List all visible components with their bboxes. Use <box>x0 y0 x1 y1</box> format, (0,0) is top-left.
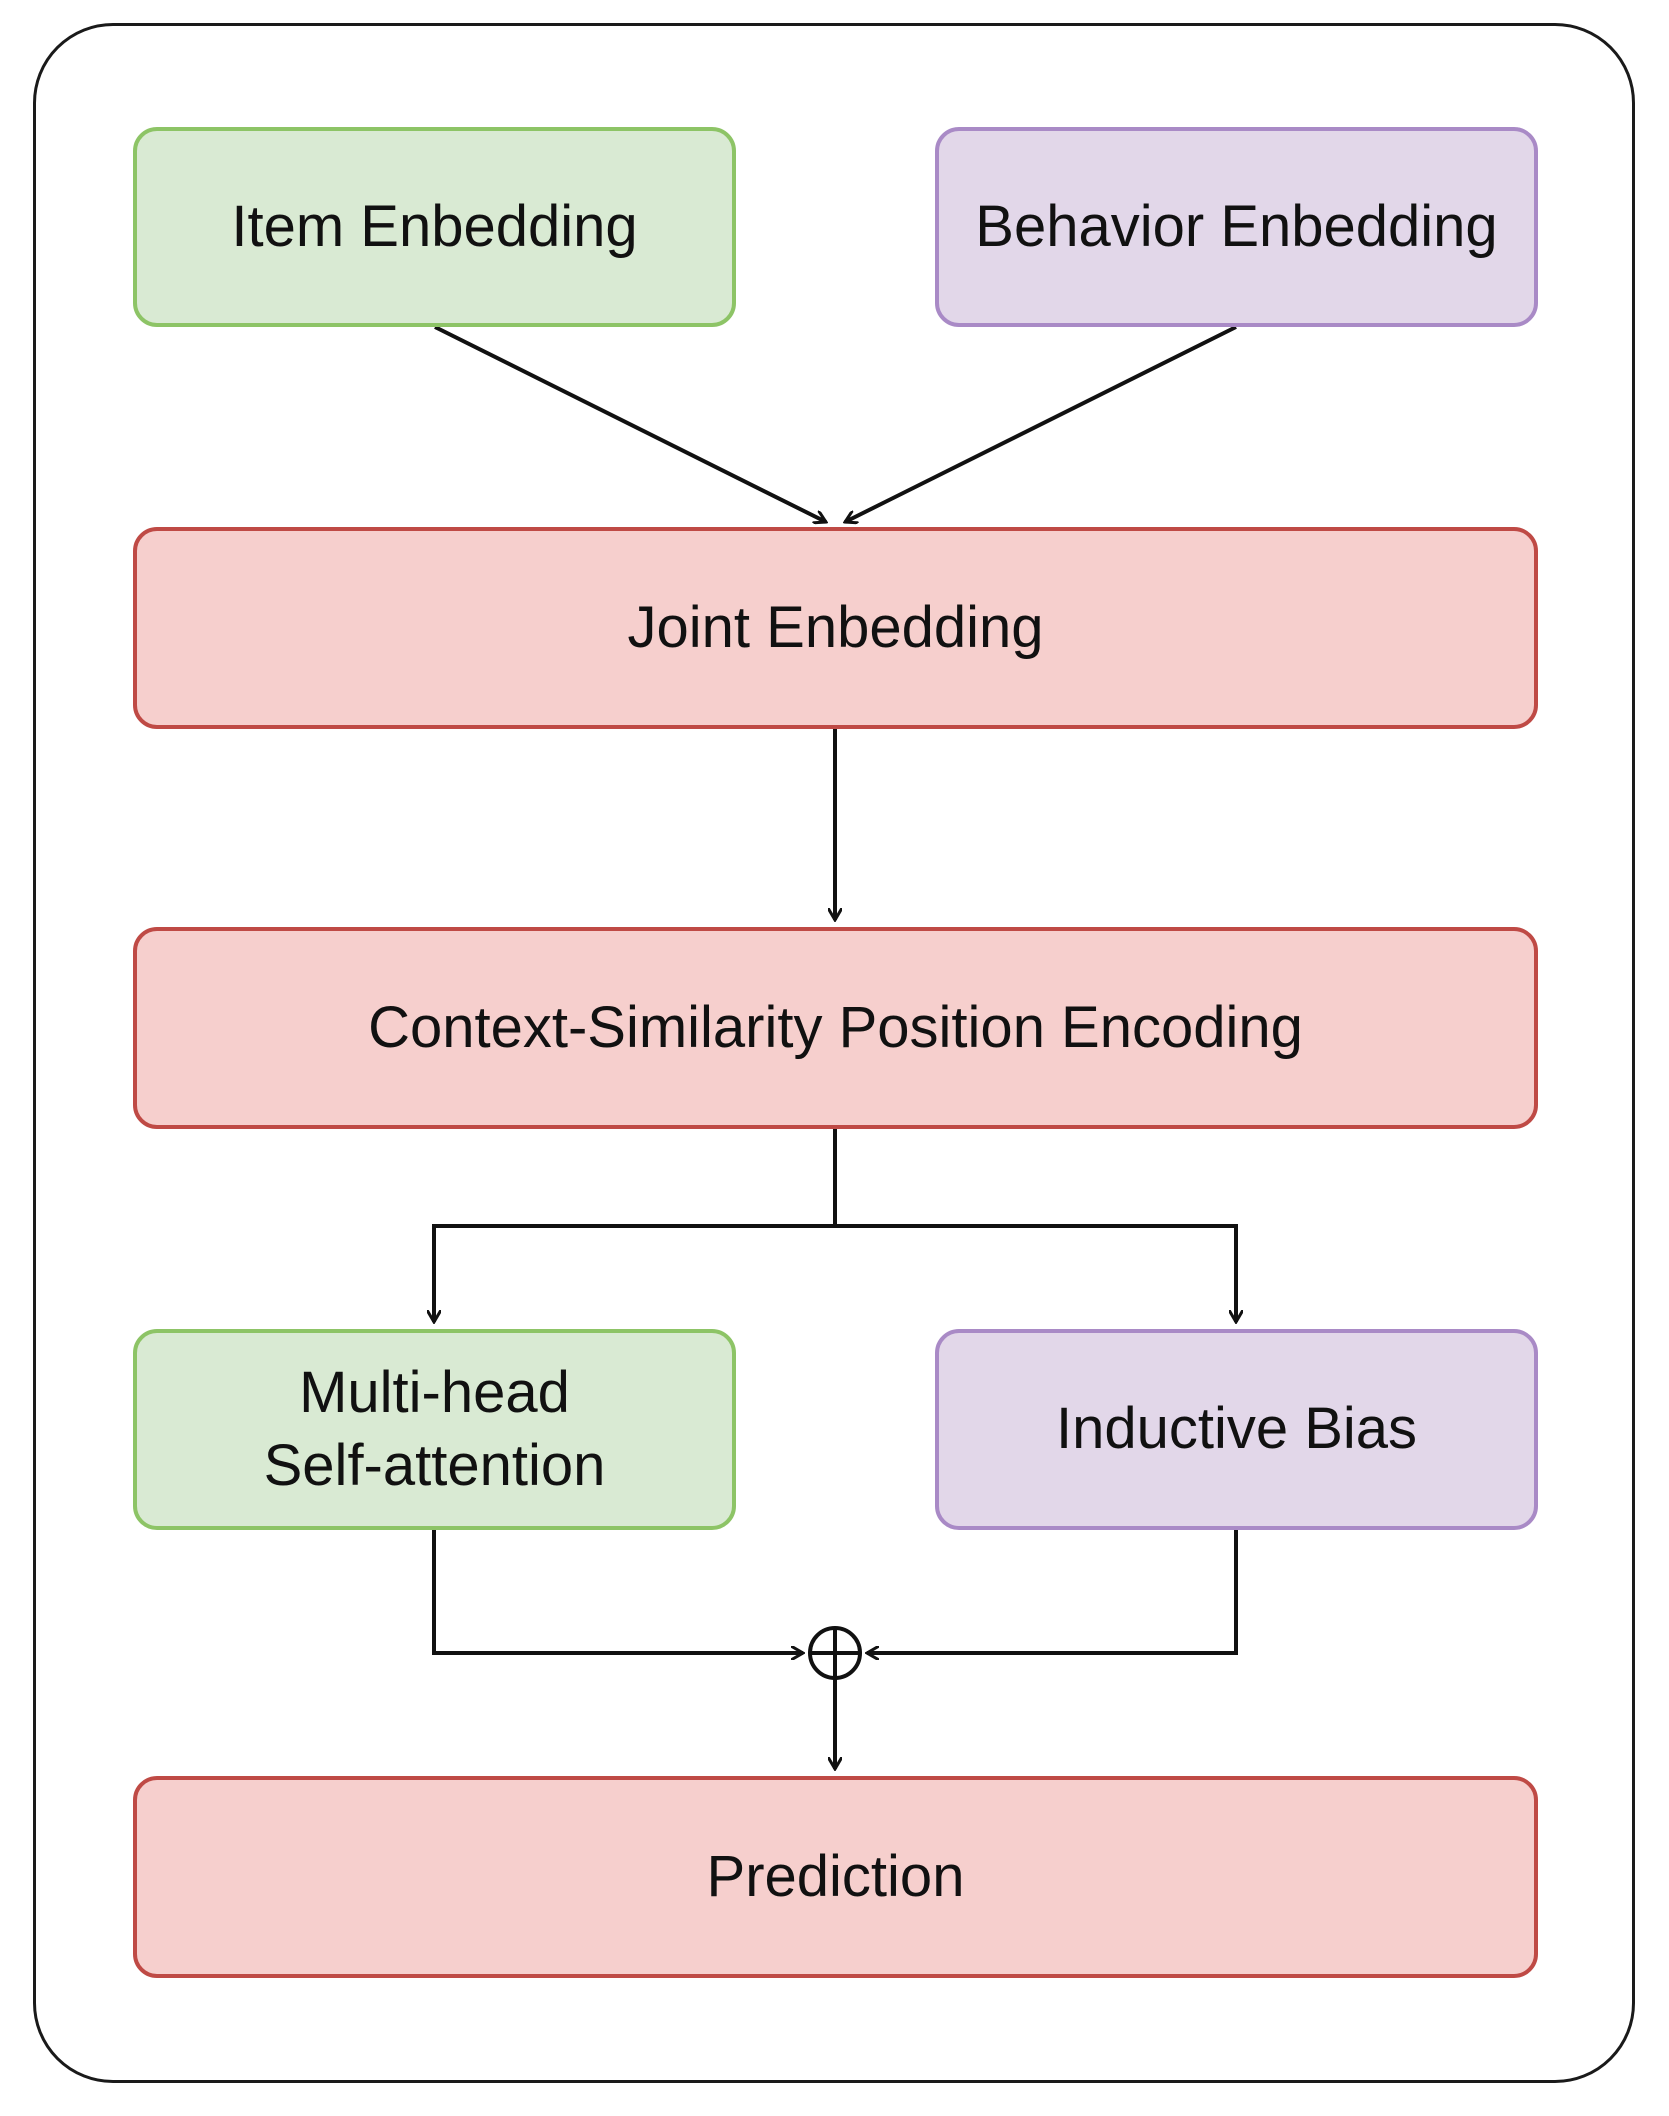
diagram-frame <box>33 23 1635 2083</box>
behavior-embedding-label: Behavior Enbedding <box>975 193 1498 259</box>
behavior-embedding-node: Behavior Enbedding <box>935 127 1538 327</box>
multi-head-label-line1: Multi-head <box>299 1360 570 1425</box>
context-similarity-position-encoding-node: Context-Similarity Position Encoding <box>133 927 1538 1129</box>
inductive-bias-label: Inductive Bias <box>1055 1396 1418 1462</box>
prediction-label: Prediction <box>706 1843 965 1909</box>
item-embedding-node: Item Enbedding <box>133 127 736 327</box>
multi-head-self-attention-node: Multi-head Self-attention <box>133 1329 736 1530</box>
inductive-bias-node: Inductive Bias <box>935 1329 1538 1530</box>
joint-embedding-node: Joint Enbedding <box>133 527 1538 729</box>
context-similarity-label: Context-Similarity Position Encoding <box>368 994 1303 1060</box>
joint-embedding-label: Joint Enbedding <box>627 594 1044 660</box>
item-embedding-label: Item Enbedding <box>231 193 638 259</box>
multi-head-label-line2: Self-attention <box>263 1432 606 1498</box>
prediction-node: Prediction <box>133 1776 1538 1978</box>
